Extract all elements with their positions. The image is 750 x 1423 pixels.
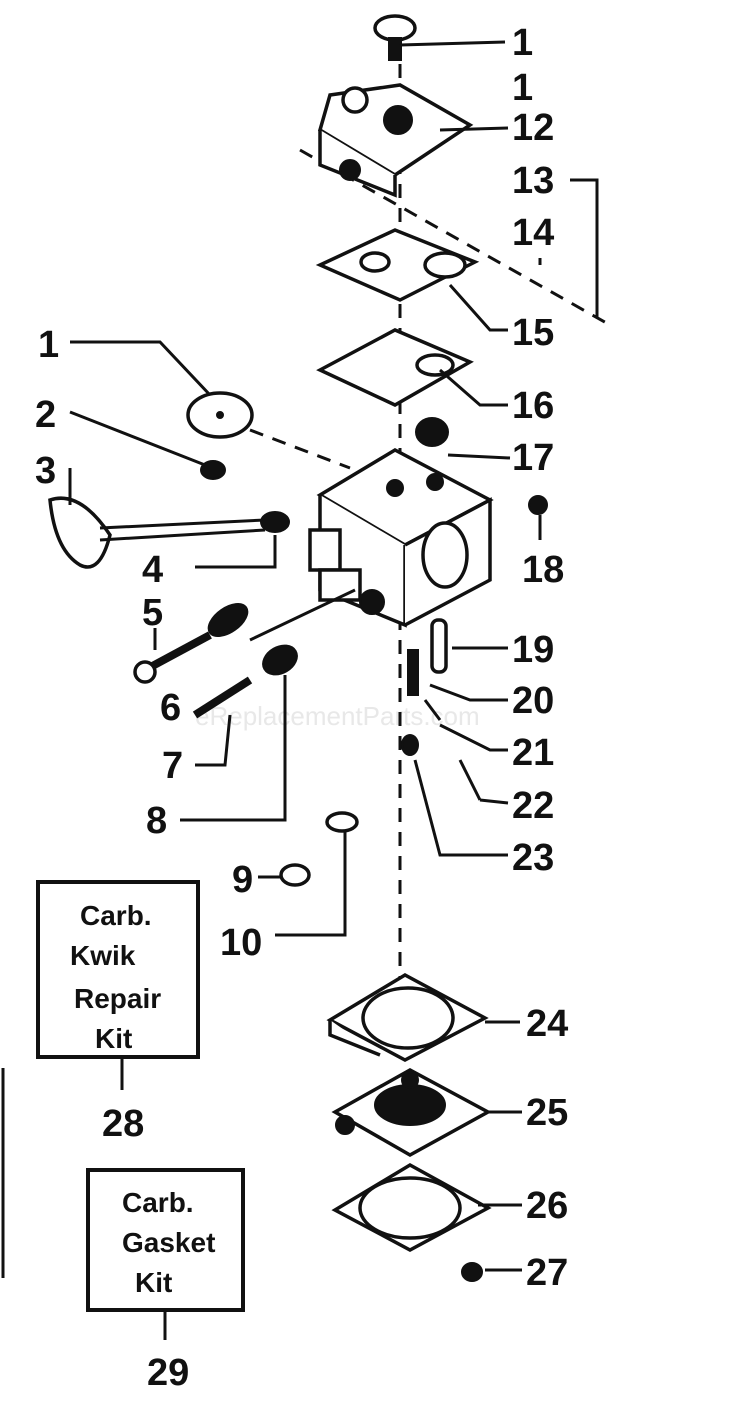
part-18: [528, 495, 548, 515]
kit-repair-line-4: Kit: [95, 1023, 132, 1054]
part-plate-16: [316, 328, 474, 407]
kit-gasket-line-2: Gasket: [122, 1227, 215, 1258]
callout-21: 21: [512, 732, 554, 774]
callout-9: 9: [232, 859, 253, 901]
callout-27: 27: [526, 1252, 568, 1294]
callout-12: 12: [512, 107, 554, 149]
callout-7: 7: [162, 745, 183, 787]
callout-8: 8: [146, 800, 167, 842]
part-22: [458, 759, 482, 801]
part-2: [200, 460, 226, 480]
callout-3: 3: [35, 450, 56, 492]
part-screw-5: [133, 631, 212, 684]
callout-26: 26: [526, 1185, 568, 1227]
callout-1-left: 1: [38, 324, 59, 366]
kit-box-repair: Carb. Kwik Repair Kit: [36, 880, 200, 1059]
callout-29: 29: [147, 1352, 189, 1394]
callout-13: 13: [512, 160, 554, 202]
kit-repair-line-1: Carb.: [80, 900, 152, 931]
part-8: [262, 644, 298, 676]
part-21: [423, 699, 442, 721]
callout-23: 23: [512, 837, 554, 879]
callout-14: 14: [512, 212, 554, 254]
kit-gasket-line-3: Kit: [135, 1267, 172, 1298]
callout-25: 25: [526, 1092, 568, 1134]
part-cover-12: [317, 83, 474, 198]
carburetor-body: [308, 447, 494, 628]
part-top-screw: [373, 14, 417, 61]
part-9: [279, 863, 311, 887]
part-10: [325, 811, 359, 833]
part-17: [415, 417, 449, 447]
callout-17: 17: [512, 437, 554, 479]
pump-axis: [249, 428, 351, 470]
callout-4: 4: [142, 549, 163, 591]
needle-line: [249, 588, 356, 642]
callout-2: 2: [35, 394, 56, 436]
callout-22: 22: [512, 785, 554, 827]
callout-16: 16: [512, 385, 554, 427]
part-spring-6: [192, 603, 253, 719]
part-4: [260, 511, 290, 533]
part-19: [430, 618, 448, 674]
callout-19: 19: [512, 629, 554, 671]
part-27: [461, 1262, 483, 1282]
part-26: [331, 1162, 492, 1252]
leader-lines: [68, 40, 599, 1340]
part-gasket-15: [315, 228, 480, 302]
kit-repair-line-3: Repair: [74, 983, 161, 1014]
kit-box-gasket: Carb. Gasket Kit: [86, 1168, 245, 1312]
callout-20: 20: [512, 680, 554, 722]
callout-1-top: 1: [512, 22, 533, 64]
watermark: eReplacementParts.com: [195, 701, 480, 731]
callout-28: 28: [102, 1103, 144, 1145]
kit-repair-line-2: Kwik: [70, 940, 136, 971]
part-primer-3: [48, 496, 266, 569]
part-23: [401, 734, 419, 756]
part-diaphragm-1-left: [186, 391, 254, 439]
part-25: [331, 1068, 492, 1158]
callout-15: 15: [512, 312, 554, 354]
callout-6: 6: [160, 687, 181, 729]
callout-5: 5: [142, 592, 163, 634]
callout-1-second: 1: [512, 67, 533, 109]
callout-24: 24: [526, 1003, 568, 1045]
callout-10: 10: [220, 922, 262, 964]
part-20: [407, 649, 419, 696]
kit-gasket-line-1: Carb.: [122, 1187, 194, 1218]
callout-18: 18: [522, 549, 564, 591]
part-24: [326, 972, 489, 1062]
callout-labels: 1 1 12 13 14 15 16 17 18 19 20 21 22 23 …: [35, 22, 568, 1394]
